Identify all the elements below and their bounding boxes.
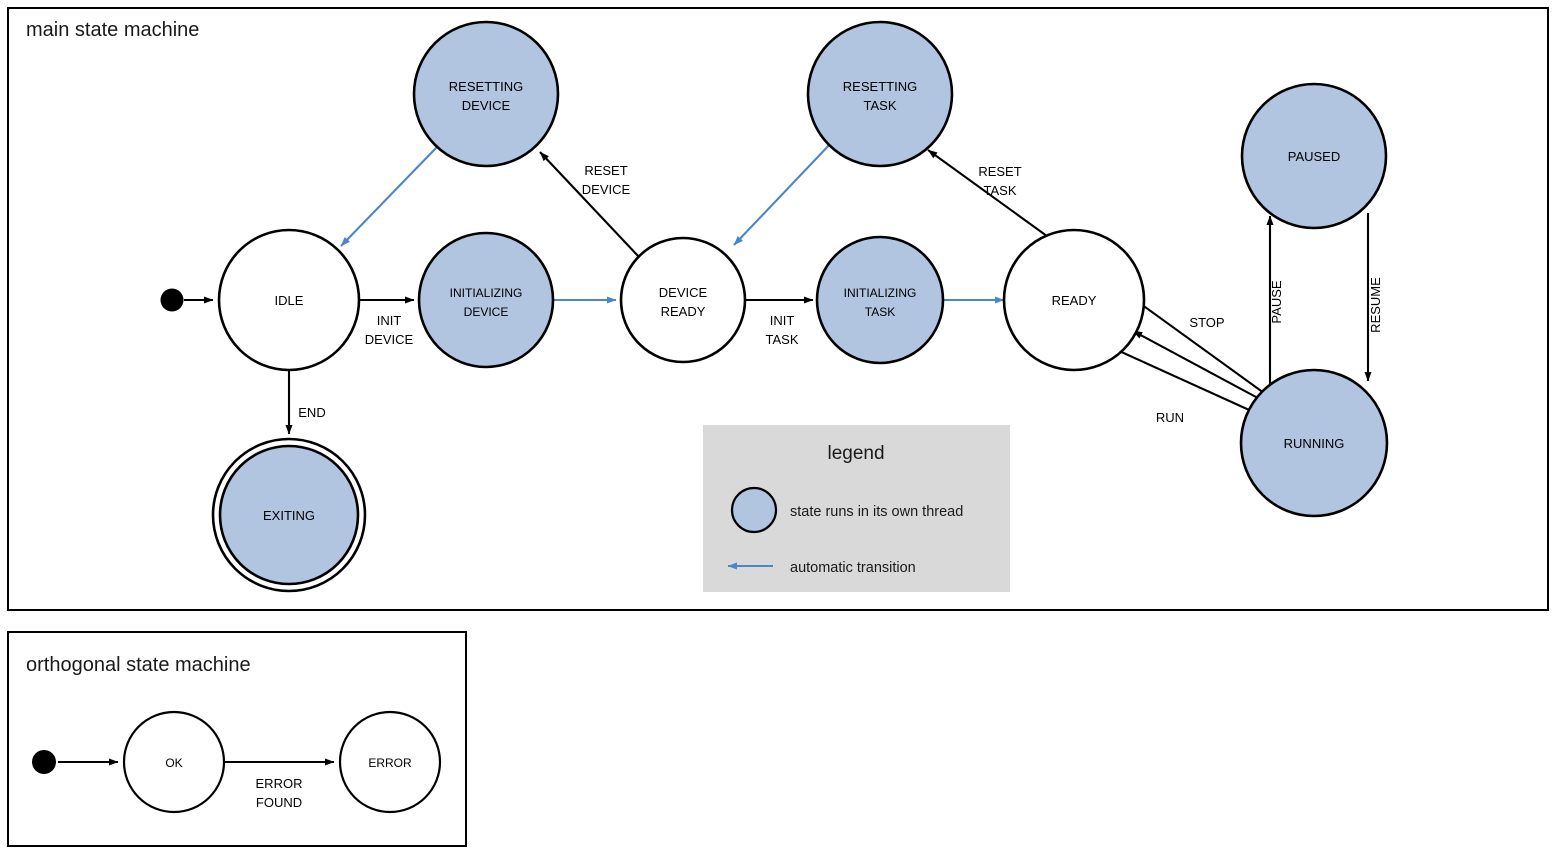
edge-device-ready-to-initializing-task: INIT TASK — [745, 296, 814, 347]
edge-device-ready-to-resetting-device: RESET DEVICE — [539, 151, 640, 258]
edge-label-init-device-line2: DEVICE — [365, 332, 414, 347]
edge-label-reset-device-line1: RESET — [584, 163, 627, 178]
initial-state-dot-orthogonal — [32, 750, 56, 774]
edge-idle-to-exiting: END — [285, 370, 326, 435]
edge-label-error-found-line2: FOUND — [256, 795, 302, 810]
edge-label-reset-device-line2: DEVICE — [582, 182, 631, 197]
state-node-initializing-device[interactable]: INITIALIZING DEVICE — [417, 231, 555, 369]
legend-panel: legend state runs in its own thread auto… — [703, 425, 1010, 592]
state-node-ready[interactable]: READY — [1002, 228, 1146, 372]
state-label-ok: OK — [165, 756, 182, 770]
state-node-resetting-task[interactable]: RESETTING TASK — [806, 20, 954, 168]
edge-ok-to-error: ERROR FOUND — [224, 758, 335, 810]
edge-label-reset-task-line1: RESET — [978, 164, 1021, 179]
edge-label-init-task-line2: TASK — [766, 332, 799, 347]
edge-idle-to-initializing-device: INIT DEVICE — [359, 296, 415, 347]
edge-label-run: RUN — [1156, 410, 1184, 425]
state-label-device-ready-line1: DEVICE — [659, 285, 708, 300]
legend-title: legend — [827, 443, 884, 464]
state-label-paused: PAUSED — [1288, 149, 1341, 164]
state-label-device-ready-line2: READY — [661, 304, 706, 319]
edge-label-resume: RESUME — [1368, 277, 1383, 333]
state-label-error: ERROR — [368, 756, 412, 770]
state-node-resetting-device[interactable]: RESETTING DEVICE — [412, 20, 560, 168]
state-node-initializing-task[interactable]: INITIALIZING TASK — [815, 235, 945, 365]
state-label-idle: IDLE — [275, 293, 304, 308]
state-label-resetting-task-line1: RESETTING — [843, 79, 917, 94]
legend-entry-thread-state-label: state runs in its own thread — [790, 504, 963, 520]
initial-state-dot-main — [160, 288, 184, 312]
edge-label-init-task-line1: INIT — [770, 313, 795, 328]
state-label-ready: READY — [1052, 293, 1097, 308]
state-label-initializing-task-line2: TASK — [865, 305, 895, 319]
state-node-paused[interactable]: PAUSED — [1240, 82, 1388, 230]
state-label-resetting-device-line1: RESETTING — [449, 79, 523, 94]
state-label-initializing-task-line1: INITIALIZING — [844, 286, 917, 300]
edge-label-reset-task-line2: TASK — [984, 183, 1017, 198]
edge-resetting-device-to-idle — [340, 146, 438, 247]
state-label-initializing-device-line1: INITIALIZING — [450, 286, 523, 300]
state-label-resetting-task-line2: TASK — [864, 98, 897, 113]
state-node-running[interactable]: RUNNING — [1239, 368, 1389, 518]
state-node-error[interactable]: ERROR — [338, 710, 442, 814]
state-node-exiting[interactable]: EXITING — [211, 437, 367, 593]
edge-label-error-found-line1: ERROR — [256, 776, 303, 791]
state-label-resetting-device-line2: DEVICE — [462, 98, 511, 113]
blue-circle-icon — [730, 486, 778, 534]
edge-label-stop: STOP — [1189, 315, 1224, 330]
state-node-ok[interactable]: OK — [122, 710, 226, 814]
edge-label-init-device-line1: INIT — [377, 313, 402, 328]
state-label-running: RUNNING — [1284, 436, 1345, 451]
edge-paused-to-running: RESUME — [1364, 213, 1383, 382]
state-node-idle[interactable]: IDLE — [217, 228, 361, 372]
edge-resetting-task-to-device-ready — [733, 140, 834, 246]
state-node-device-ready[interactable]: DEVICE READY — [619, 236, 747, 364]
edge-running-to-paused: PAUSE — [1266, 215, 1284, 387]
edge-running-to-ready: STOP — [1132, 315, 1257, 398]
edge-label-pause: PAUSE — [1269, 280, 1284, 323]
state-label-exiting: EXITING — [263, 508, 315, 523]
main-state-machine-title: main state machine — [26, 19, 199, 41]
orthogonal-state-machine-title: orthogonal state machine — [26, 654, 251, 676]
edge-label-end: END — [298, 405, 325, 420]
state-label-initializing-device-line2: DEVICE — [464, 305, 509, 319]
edge-ready-to-running: RUN — [1116, 349, 1259, 425]
legend-entry-automatic-transition-label: automatic transition — [790, 560, 916, 576]
